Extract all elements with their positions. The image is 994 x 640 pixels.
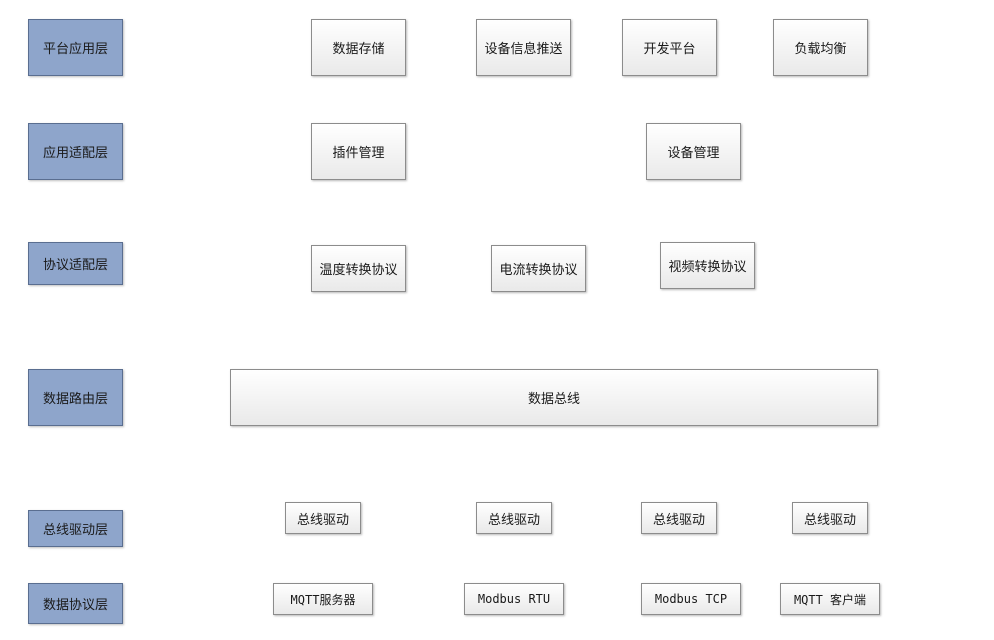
node-device-info-push: 设备信息推送 bbox=[476, 19, 571, 76]
node-data-storage: 数据存储 bbox=[311, 19, 406, 76]
node-modbus-tcp: Modbus TCP bbox=[641, 583, 741, 615]
node-data-bus: 数据总线 bbox=[230, 369, 878, 426]
node-mqtt-server: MQTT服务器 bbox=[273, 583, 373, 615]
node-bus-driver-2: 总线驱动 bbox=[476, 502, 552, 534]
node-bus-driver-4: 总线驱动 bbox=[792, 502, 868, 534]
node-bus-driver-1: 总线驱动 bbox=[285, 502, 361, 534]
node-mqtt-client: MQTT 客户端 bbox=[780, 583, 880, 615]
layer-data-routing: 数据路由层 bbox=[28, 369, 123, 426]
node-load-balancing: 负载均衡 bbox=[773, 19, 868, 76]
node-video-protocol: 视频转换协议 bbox=[660, 242, 755, 289]
layer-bus-driver: 总线驱动层 bbox=[28, 510, 123, 547]
layer-protocol-adaptation: 协议适配层 bbox=[28, 242, 123, 285]
layer-platform-application: 平台应用层 bbox=[28, 19, 123, 76]
node-temperature-protocol: 温度转换协议 bbox=[311, 245, 406, 292]
node-device-management: 设备管理 bbox=[646, 123, 741, 180]
node-development-platform: 开发平台 bbox=[622, 19, 717, 76]
node-bus-driver-3: 总线驱动 bbox=[641, 502, 717, 534]
layer-application-adaptation: 应用适配层 bbox=[28, 123, 123, 180]
node-current-protocol: 电流转换协议 bbox=[491, 245, 586, 292]
node-modbus-rtu: Modbus RTU bbox=[464, 583, 564, 615]
layer-data-protocol: 数据协议层 bbox=[28, 583, 123, 624]
node-plugin-management: 插件管理 bbox=[311, 123, 406, 180]
